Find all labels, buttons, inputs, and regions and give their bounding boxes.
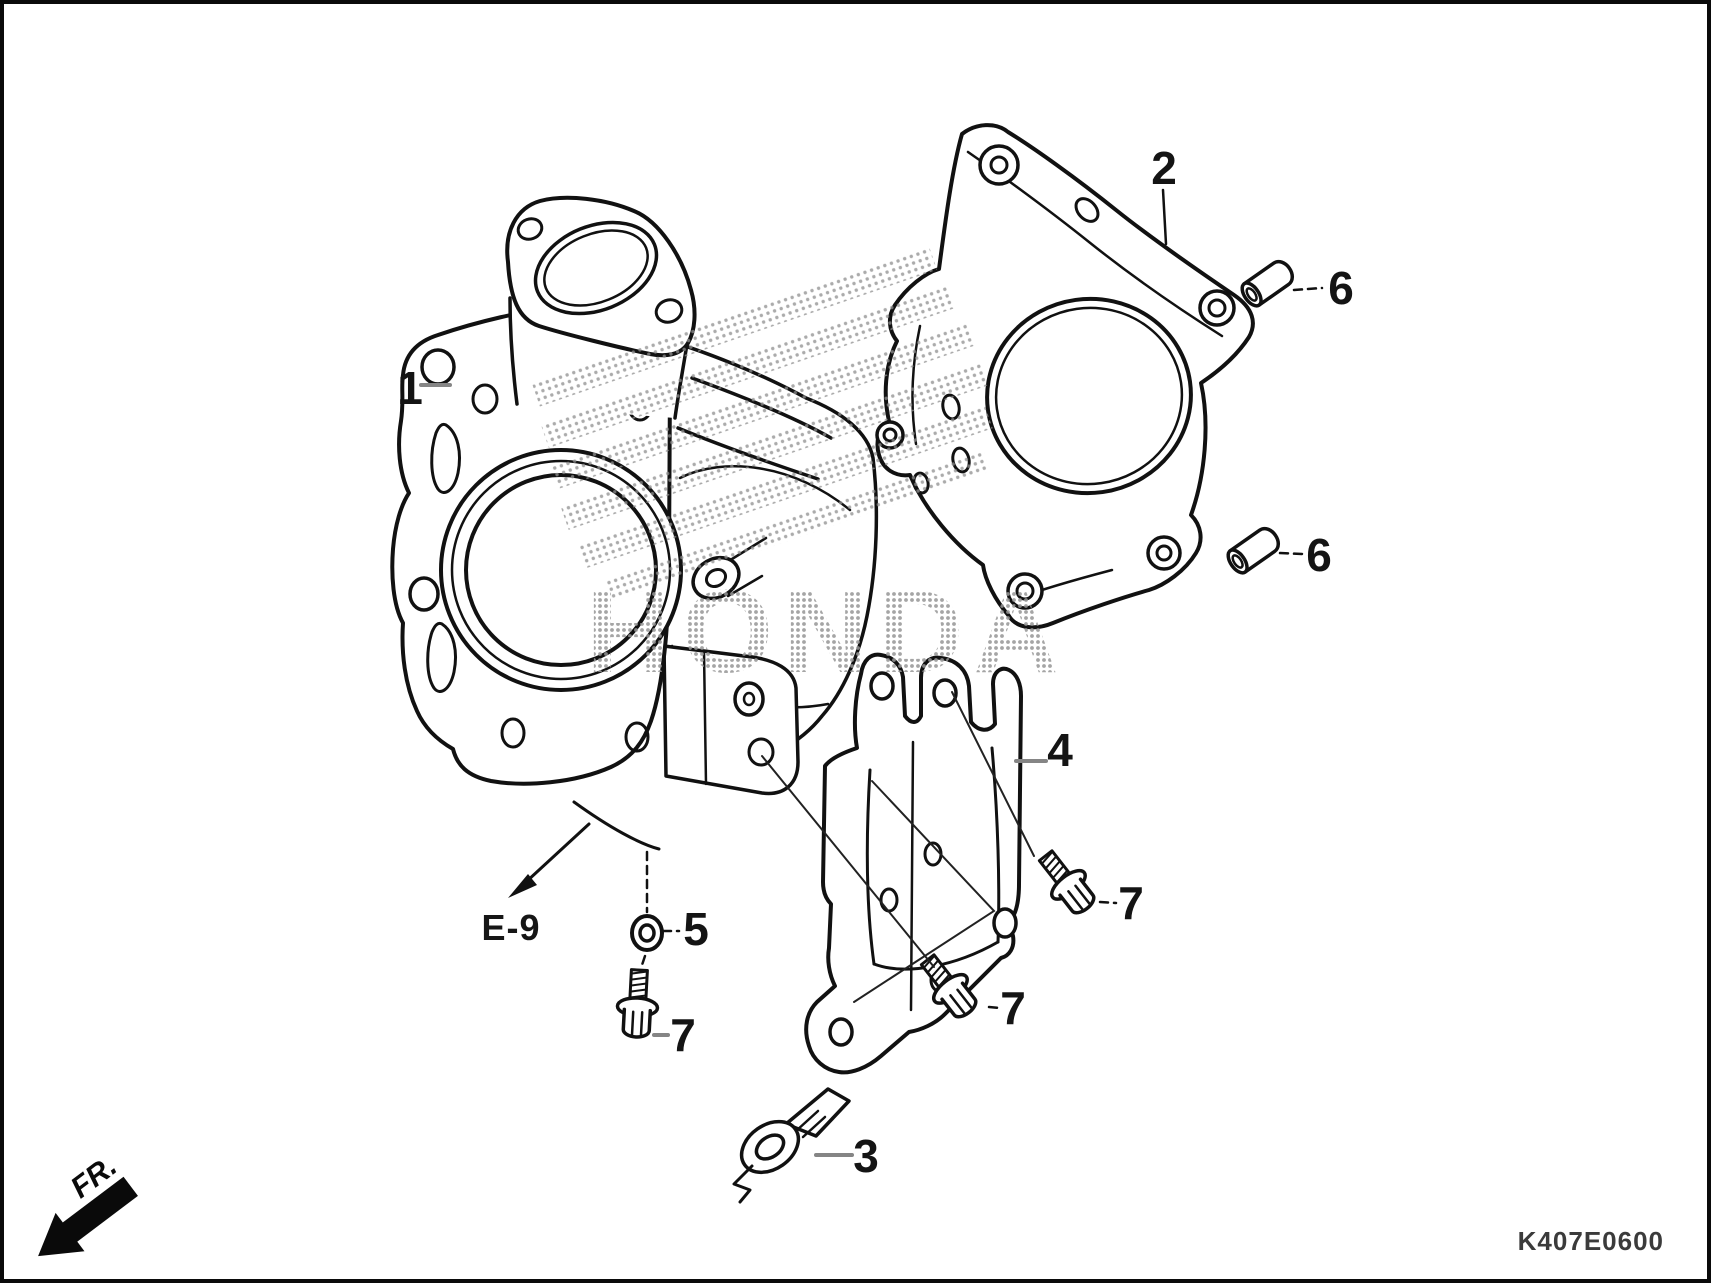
part-dowel-pin-lower [1226, 526, 1281, 575]
leader-lines [419, 188, 1324, 1157]
callout-1-cylinder: 1 [397, 362, 423, 414]
callout-3-clip: 3 [853, 1130, 879, 1182]
part-clip [732, 1087, 851, 1204]
watermark-text: HONDA [586, 566, 1069, 698]
callout-7-bolt-left: 7 [670, 1009, 696, 1061]
part-dowel-pin-upper [1240, 259, 1295, 308]
callout-6-dowel-lower: 6 [1306, 529, 1332, 581]
callout-7-bolt-upper-right: 7 [1118, 877, 1144, 929]
diagram-code: K407E0600 [1518, 1226, 1664, 1256]
part-bolt-left [615, 968, 660, 1039]
diagram-canvas: HONDA 1 2 3 4 5 6 6 7 7 7 E-9 FR. K407E0… [38, 123, 1664, 1257]
watermark-bands [532, 247, 993, 602]
e9-arrow-line [524, 822, 591, 884]
e9-arrow-icon [508, 874, 537, 898]
part-bolt-lower-right [919, 953, 978, 1019]
section-reference-label: E-9 [481, 907, 540, 948]
callout-5-washer: 5 [683, 903, 709, 955]
callout-6-dowel-upper: 6 [1328, 262, 1354, 314]
callout-labels: 1 2 3 4 5 6 6 7 7 7 [397, 142, 1354, 1182]
front-marker: FR. [38, 1149, 138, 1257]
part-washer [630, 914, 664, 952]
callout-7-bolt-lower-right: 7 [1000, 982, 1026, 1034]
callout-4-bracket: 4 [1047, 724, 1073, 776]
front-arrow-icon [38, 1212, 85, 1257]
front-arrow-shaft [61, 1176, 138, 1243]
part-gasket [875, 123, 1255, 630]
callout-2-gasket: 2 [1151, 142, 1177, 194]
part-bracket [804, 652, 1023, 1075]
part-bolt-upper-right [1037, 849, 1096, 915]
